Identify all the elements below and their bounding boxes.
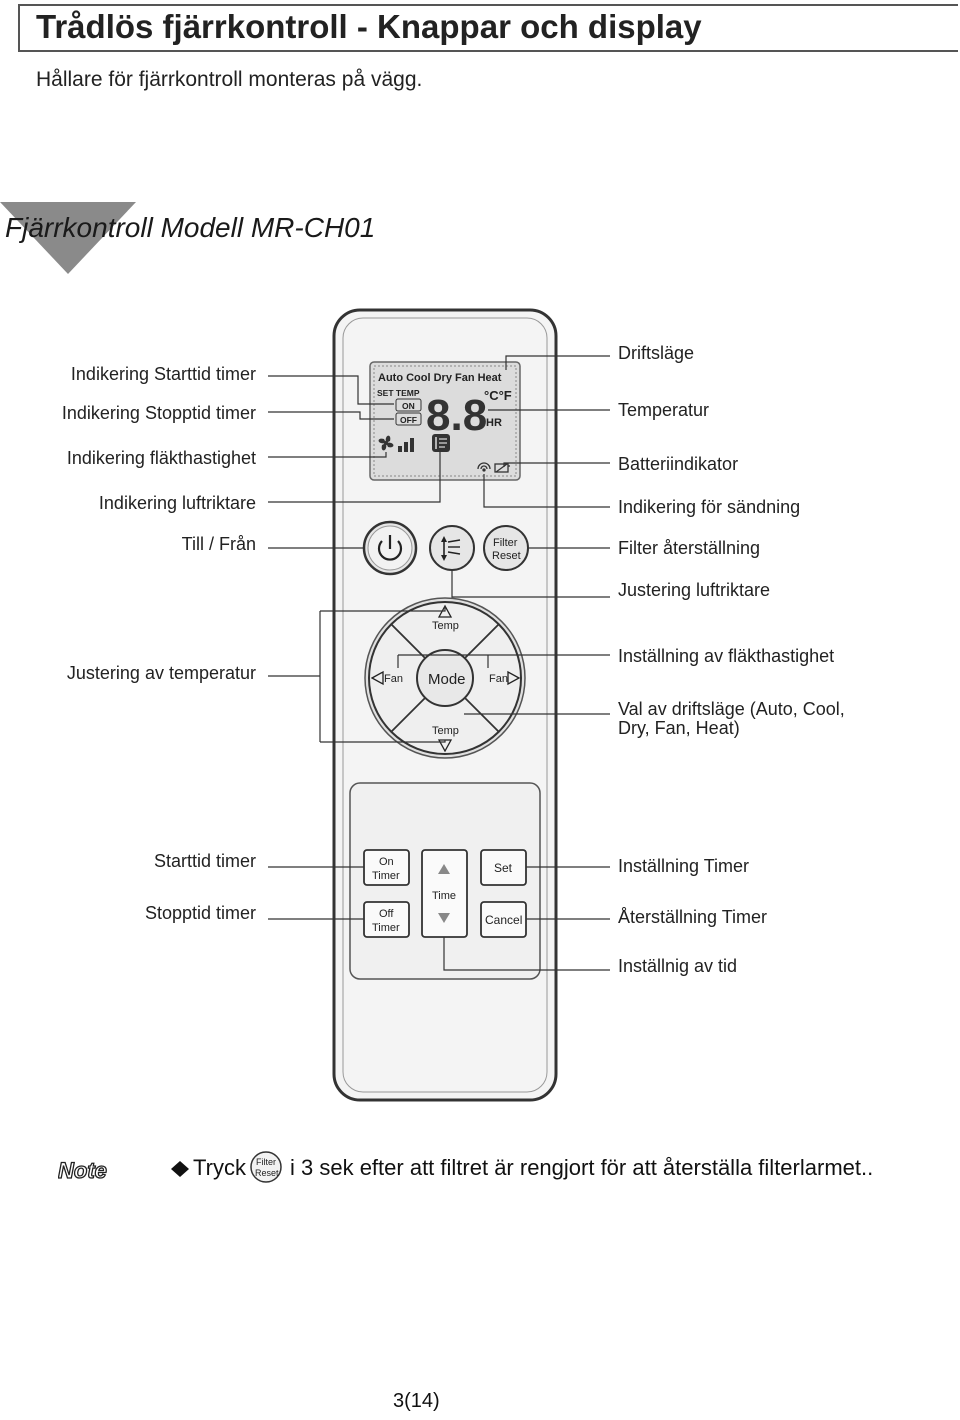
remote-illustration: Auto Cool Dry Fan Heat SET TEMP ON OFF 8…	[268, 308, 610, 1102]
power-button	[362, 520, 418, 576]
label-on-off: Till / Från	[181, 534, 256, 554]
label-temp-adjust: Justering av temperatur	[66, 663, 256, 683]
filter-reset-inline-icon: Filter Reset	[250, 1151, 282, 1183]
label-louver-adjust: Justering luftriktare	[618, 580, 771, 600]
label-mode: Driftsläge	[618, 343, 695, 363]
lcd-hr: HR	[486, 417, 502, 429]
mode-button: Mode	[428, 671, 466, 688]
fan-left-arrow-icon	[370, 670, 384, 686]
svg-text:Timer: Timer	[372, 922, 400, 934]
page-title: Trådlös fjärrkontroll - Knappar och disp…	[36, 8, 702, 45]
svg-text:Reset: Reset	[492, 550, 521, 562]
page-subtitle: Hållare för fjärrkontroll monteras på vä…	[36, 68, 423, 91]
section-triangle-icon	[0, 202, 136, 274]
fan-left-button: Fan	[384, 673, 403, 685]
note-text-before: Tryck	[193, 1155, 246, 1180]
lcd-modes: Auto Cool Dry Fan Heat	[378, 372, 502, 384]
label-louver-indicator: Indikering luftriktare	[98, 493, 256, 513]
svg-text:On: On	[379, 856, 394, 868]
lcd-off: OFF	[400, 415, 417, 425]
label-fan-speed-setting: Inställning av fläkthastighet	[618, 646, 835, 666]
label-mode-select-2: Dry, Fan, Heat)	[618, 718, 740, 738]
svg-text:Filter: Filter	[493, 537, 518, 549]
note-text-after: i 3 sek efter att filtret är rengjort fö…	[290, 1155, 874, 1180]
filter-reset-button: Filter Reset	[483, 525, 529, 571]
label-stop-timer: Stopptid timer	[144, 903, 256, 923]
time-down-icon	[438, 913, 450, 923]
temp-down-button: Temp	[432, 725, 459, 737]
label-transmit: Indikering för sändning	[618, 497, 801, 517]
title-box	[18, 4, 958, 52]
note-row-graphics: Note	[58, 1157, 189, 1184]
callout-lines-right	[397, 355, 610, 971]
lcd-fan-icon	[378, 435, 394, 451]
label-mode-select-1: Val av driftsläge (Auto, Cool,	[618, 699, 845, 719]
label-timer-setting: Inställning Timer	[618, 856, 750, 876]
svg-text:Off: Off	[379, 908, 394, 920]
label-fan-speed-indicator: Indikering fläkthastighet	[66, 448, 256, 468]
set-button: Set	[480, 849, 527, 886]
lcd-on: ON	[402, 401, 415, 411]
fan-right-arrow-icon	[507, 670, 521, 686]
page-number: 3(14)	[393, 1390, 440, 1412]
time-up-icon	[438, 864, 450, 874]
lcd-transmit-icon	[477, 462, 491, 472]
label-start-time-indicator: Indikering Starttid timer	[70, 364, 256, 384]
dpad: Mode Temp Temp Fan Fan	[364, 597, 526, 759]
on-timer-button: On Timer	[363, 849, 410, 886]
note-badge: Note	[58, 1158, 107, 1183]
temp-up-button: Temp	[432, 620, 459, 632]
louver-button	[429, 525, 475, 571]
lcd-fan-speed-bars	[398, 438, 414, 452]
svg-text:Cancel: Cancel	[485, 913, 522, 927]
svg-text:Timer: Timer	[372, 870, 400, 882]
svg-text:Time: Time	[432, 890, 456, 902]
label-stop-time-indicator: Indikering Stopptid timer	[61, 403, 256, 423]
label-start-timer: Starttid timer	[153, 851, 256, 871]
model-title: Fjärrkontroll Modell MR-CH01	[5, 212, 376, 243]
cancel-button: Cancel	[480, 901, 527, 938]
label-filter-reset: Filter återställning	[618, 538, 761, 558]
diamond-bullet-icon	[171, 1161, 189, 1177]
lcd-set-temp: SET TEMP	[377, 388, 420, 398]
time-button: Time	[421, 849, 468, 938]
svg-text:Reset: Reset	[255, 1168, 279, 1178]
lcd-battery-icon	[494, 463, 510, 473]
svg-text:Filter: Filter	[256, 1157, 276, 1167]
lcd-digits: 8.8	[426, 391, 487, 440]
lcd-louver-icon	[432, 434, 450, 452]
off-timer-button: Off Timer	[363, 901, 410, 938]
label-battery: Batteriindikator	[618, 454, 739, 474]
label-timer-reset: Återställning Timer	[618, 907, 768, 927]
lcd-units: °C°F	[484, 388, 512, 403]
remote-body-inner	[342, 317, 548, 1093]
fan-right-button: Fan	[489, 673, 508, 685]
label-temperature: Temperatur	[618, 400, 710, 420]
svg-text:Set: Set	[494, 861, 513, 875]
callout-lines-left	[268, 375, 446, 920]
label-time-setting: Inställnig av tid	[618, 956, 738, 976]
